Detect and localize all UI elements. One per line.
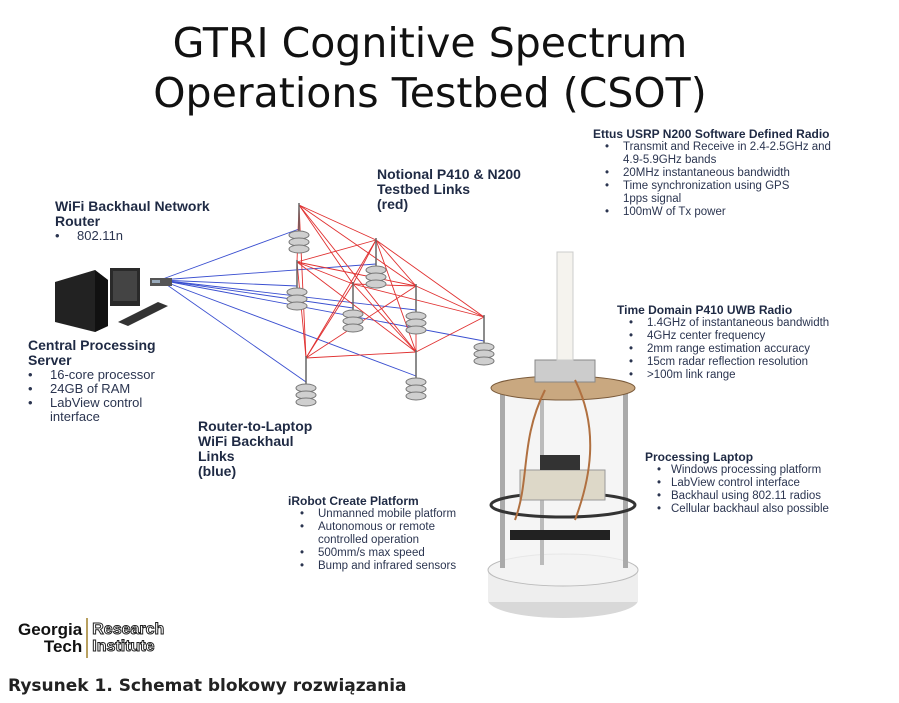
red-link	[296, 261, 354, 285]
blue-link	[159, 279, 417, 377]
label-line: WiFi Backhaul	[198, 433, 294, 449]
label-line: (red)	[377, 196, 409, 212]
list-item: Backhaul using 802.11 radios	[645, 490, 875, 503]
list-item: 4GHz center frequency	[617, 330, 877, 343]
list-item: Unmanned mobile platform	[288, 508, 488, 521]
red-link	[298, 204, 354, 285]
title-line: Operations Testbed (CSOT)	[153, 69, 707, 117]
red-link	[298, 204, 377, 241]
list-item: Windows processing platform	[645, 464, 875, 477]
list-item: 15cm radar reflection resolution	[617, 356, 877, 369]
red-link	[305, 351, 417, 359]
server-computer-icon	[55, 268, 172, 332]
laptop-block: Processing Laptop Windows processing pla…	[645, 450, 875, 516]
label-line: Notional P410 & N200	[377, 166, 521, 182]
p410-heading: Time Domain P410 UWB Radio	[617, 303, 793, 317]
red-link	[352, 283, 485, 318]
list-item: LabView control interface	[24, 396, 178, 424]
blue-link	[159, 279, 307, 383]
radio-node-icon	[405, 350, 427, 401]
blue-link	[159, 228, 300, 281]
logo-text: Institute	[92, 638, 155, 656]
logo-text: Research	[92, 621, 165, 639]
radio-node-icon	[288, 203, 310, 254]
radio-node-icon	[342, 282, 364, 333]
list-item: Autonomous or remote controlled operatio…	[288, 521, 458, 547]
red-link	[352, 283, 417, 353]
server-block: Central Processing Server 16-core proces…	[28, 338, 178, 424]
logo-text: Tech	[43, 637, 83, 656]
red-link	[375, 239, 417, 353]
red-link	[375, 239, 485, 318]
title-line: GTRI Cognitive Spectrum	[172, 19, 688, 67]
blue-links-label: Router-to-Laptop WiFi Backhaul Links (bl…	[198, 419, 312, 479]
figure-caption: Rysunek 1. Schemat blokowy rozwiązania	[8, 676, 407, 696]
usrp-heading: Ettus USRP N200 Software Defined Radio	[593, 127, 830, 141]
page-title: GTRI Cognitive Spectrum Operations Testb…	[0, 18, 860, 118]
irobot-block: iRobot Create Platform Unmanned mobile p…	[288, 494, 488, 573]
list-item: 802.11n	[51, 229, 210, 244]
red-link	[298, 204, 417, 353]
nodes	[286, 203, 495, 407]
list-item: Cellular backhaul also possible	[645, 503, 875, 516]
server-heading: Central Processing	[28, 337, 156, 353]
red-link	[305, 239, 377, 359]
red-link	[375, 239, 417, 287]
list-item: Bump and infrared sensors	[288, 560, 488, 573]
radio-node-icon	[295, 356, 317, 407]
list-item: 24GB of RAM	[24, 382, 178, 397]
wifi-router-heading: WiFi Backhaul Network	[55, 198, 210, 214]
red-link	[305, 283, 354, 359]
label-line: Router-to-Laptop	[198, 418, 313, 434]
blue-link	[159, 263, 377, 281]
gtri-logo: Georgia Tech Research Institute	[18, 618, 165, 658]
wifi-router-heading: Router	[55, 213, 101, 229]
list-item: Transmit and Receive in 2.4-2.5GHz and 4…	[593, 141, 843, 167]
blue-link	[159, 279, 485, 342]
red-link	[298, 204, 307, 359]
label-line: (blue)	[198, 463, 237, 479]
list-item: 1.4GHz of instantaneous bandwidth	[617, 317, 877, 330]
red-links-label: Notional P410 & N200 Testbed Links (red)	[377, 167, 521, 212]
list-item: 2mm range estimation accuracy	[617, 343, 877, 356]
red-link	[415, 285, 485, 318]
logo-text: Georgia	[18, 620, 83, 639]
usrp-block: Ettus USRP N200 Software Defined Radio T…	[593, 127, 843, 219]
robot-platform-image	[487, 251, 639, 618]
list-item: 20MHz instantaneous bandwidth	[593, 167, 843, 180]
wifi-router-block: WiFi Backhaul Network Router 802.11n	[55, 198, 210, 244]
radio-node-icon	[365, 238, 387, 289]
list-item: 100mW of Tx power	[593, 206, 843, 219]
list-item: Time synchronization using GPS 1pps sign…	[593, 180, 793, 206]
links	[159, 204, 485, 383]
red-link	[415, 316, 485, 353]
laptop-heading: Processing Laptop	[645, 450, 754, 464]
radio-node-icon	[473, 315, 495, 366]
label-line: Testbed Links	[377, 181, 471, 197]
server-heading: Server	[28, 352, 72, 368]
p410-block: Time Domain P410 UWB Radio 1.4GHz of ins…	[617, 303, 877, 382]
list-item: 500mm/s max speed	[288, 547, 488, 560]
red-link	[296, 261, 417, 287]
blue-link	[159, 279, 354, 309]
radio-node-icon	[405, 284, 427, 335]
list-item: LabView control interface	[645, 477, 875, 490]
list-item: >100m link range	[617, 369, 877, 382]
radio-node-icon	[286, 260, 308, 311]
irobot-heading: iRobot Create Platform	[288, 494, 419, 508]
blue-link	[159, 279, 417, 311]
list-item: 16-core processor	[24, 368, 178, 383]
red-link	[296, 239, 377, 263]
blue-link	[159, 279, 298, 287]
red-link	[296, 261, 417, 353]
label-line: Links	[198, 448, 235, 464]
